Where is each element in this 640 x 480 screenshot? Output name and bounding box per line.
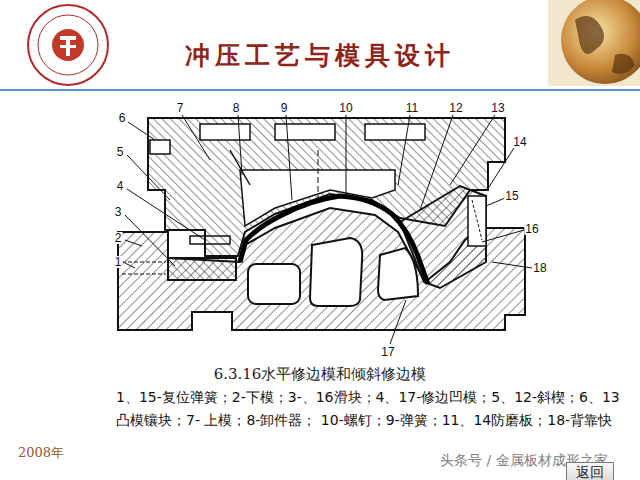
callout-number: 8: [232, 102, 241, 114]
parts-list: 1、15-复位弹簧；2-下模；3-、16滑块；4、17-修边凹模；5、12-斜楔…: [116, 386, 632, 432]
callout-number: 13: [490, 102, 505, 114]
callout-number: 9: [280, 102, 289, 114]
figure-caption: 6.3.16水平修边模和倾斜修边模: [214, 365, 427, 384]
slide-title: 冲压工艺与模具设计: [185, 39, 455, 72]
callout-number: 15: [504, 190, 519, 202]
callout-number: 1: [114, 256, 123, 268]
callout-number: 14: [512, 136, 527, 148]
year-note: 2008年: [18, 444, 64, 462]
callout-number: 12: [448, 102, 463, 114]
callout-number: 10: [338, 102, 353, 114]
callout-number: 7: [176, 102, 185, 114]
leader-lines: [125, 115, 532, 344]
callout-number: 5: [116, 146, 125, 158]
callout-number: 4: [116, 180, 125, 192]
callout-number: 11: [405, 102, 419, 114]
callout-number: 18: [532, 262, 547, 274]
globe-decoration: [548, 0, 640, 86]
callout-number: 16: [524, 223, 539, 235]
back-button: 返回: [566, 462, 614, 480]
callout-number: 3: [114, 206, 123, 218]
callout-number: 2: [114, 232, 123, 244]
college-logo: [28, 5, 108, 85]
sheet-part: [240, 196, 428, 284]
callout-number: 17: [380, 346, 395, 358]
callout-number: 6: [118, 112, 127, 124]
button-label: 返回: [576, 464, 604, 480]
